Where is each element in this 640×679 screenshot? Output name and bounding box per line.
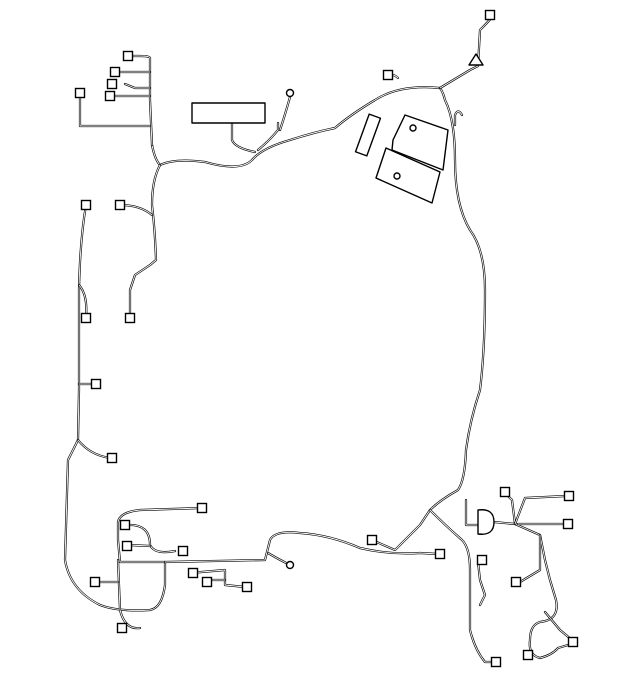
wire-segment-core — [231, 122, 256, 153]
wire-segment-core — [164, 531, 439, 563]
connector-plug — [366, 534, 378, 546]
connector-plug — [74, 87, 86, 99]
connector-plug — [106, 452, 118, 464]
connector-plug — [241, 581, 253, 593]
wire-segment — [123, 82, 152, 90]
wire-segment-core — [439, 14, 495, 89]
connector-plug — [563, 490, 575, 502]
bracket-bolt-hole — [393, 172, 401, 180]
wire-segment — [438, 13, 496, 90]
wire-segment-core — [129, 164, 161, 317]
connector-plug — [122, 50, 134, 62]
connector-plug — [90, 378, 102, 390]
connector-plug — [119, 519, 131, 531]
connector-plug — [109, 66, 121, 78]
connector-plug — [104, 90, 116, 102]
connector-plug — [476, 554, 488, 566]
wire-segment-core — [151, 86, 441, 167]
wire-segment-core — [79, 94, 151, 127]
wire-segment-core — [117, 507, 203, 563]
wire-segment — [76, 438, 112, 460]
connector-plug — [121, 540, 133, 552]
wire-segment-core — [429, 509, 497, 663]
connector-plug — [89, 576, 101, 588]
mounting-bracket — [375, 147, 441, 204]
wire-segment — [492, 520, 570, 660]
wire-segment-core — [64, 204, 166, 611]
wire-segment-core — [279, 96, 291, 131]
ground-eyelet — [285, 560, 295, 570]
connector-plug — [116, 622, 128, 634]
wire-segment — [513, 494, 568, 526]
wire-segment-core — [477, 561, 486, 606]
connector-plug — [80, 312, 92, 324]
wire-segment-core — [465, 499, 483, 526]
wire-segment — [126, 523, 177, 554]
connector-plug — [80, 199, 92, 211]
wire-segment-core — [257, 122, 279, 151]
wire-segment-core — [124, 83, 151, 89]
wire-segment-core — [454, 111, 463, 126]
triangle-clip — [468, 53, 484, 66]
connector-plug — [490, 656, 502, 668]
wire-segment-core — [129, 55, 153, 146]
wire-segment-core — [514, 495, 567, 525]
connector-plug — [499, 486, 511, 498]
wire-segment-core — [371, 87, 486, 551]
bracket-bolt-hole — [409, 124, 417, 132]
connector-plug — [201, 576, 213, 588]
mounting-bracket-upper — [391, 114, 449, 171]
bracket-clip — [354, 113, 382, 157]
connector-plug — [114, 199, 126, 211]
wire-segment — [230, 121, 257, 154]
ground-eyelet — [285, 88, 295, 98]
wire-segment — [128, 54, 154, 147]
connector-plug — [562, 518, 574, 530]
connector-plug — [382, 69, 394, 81]
connector-plug — [522, 649, 534, 661]
connector-plug — [106, 78, 118, 90]
harness-connectors — [74, 9, 579, 668]
connector-plug — [196, 502, 208, 514]
wire-segment-core — [519, 534, 541, 583]
harness-grommet — [477, 509, 495, 535]
harness-components — [191, 53, 495, 570]
connector-plug — [510, 576, 522, 588]
control-module — [191, 102, 266, 124]
connector-plug — [187, 567, 199, 579]
wire-segment-core — [77, 439, 111, 459]
connector-plug — [124, 312, 136, 324]
wire-segment — [116, 506, 204, 564]
connector-plug — [567, 636, 579, 648]
wire-segment-core — [493, 521, 569, 659]
wire-segment-core — [189, 569, 246, 588]
wire-segment — [116, 558, 142, 630]
connector-plug — [484, 9, 496, 21]
wire-segment-core — [117, 559, 141, 629]
harness-wires — [63, 13, 574, 664]
connector-plug — [434, 548, 446, 560]
wire-segment-core — [544, 611, 573, 641]
connector-plug — [177, 545, 189, 557]
wire-segment — [518, 533, 542, 584]
